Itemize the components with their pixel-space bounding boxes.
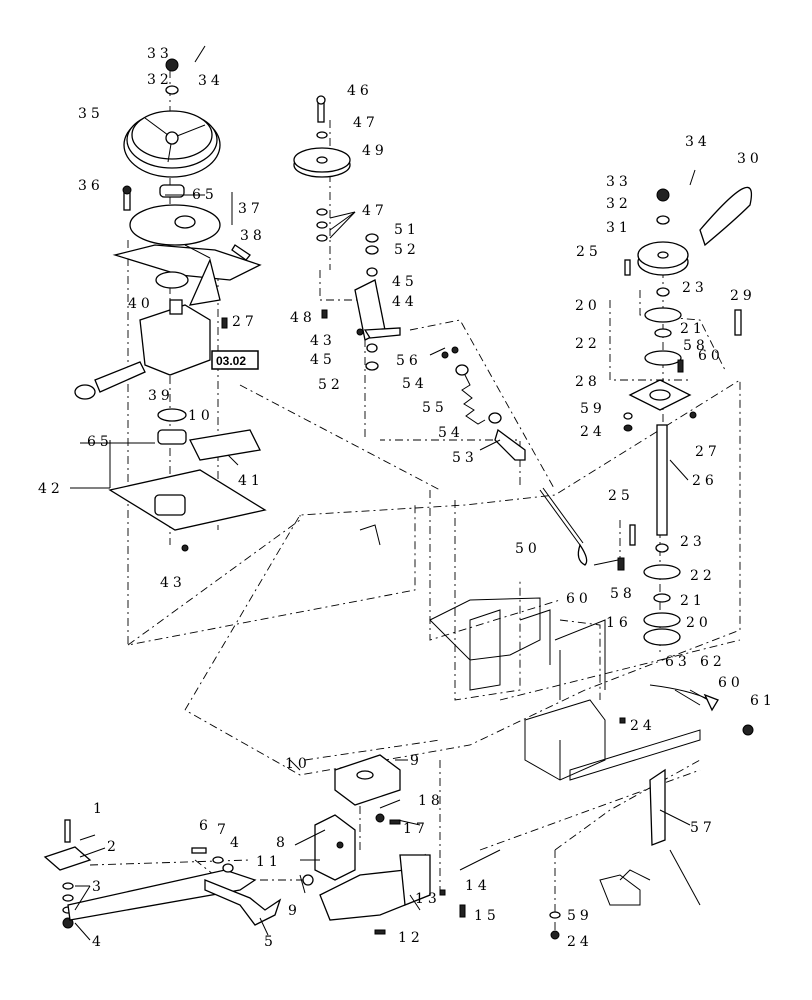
bracket-assembly <box>314 754 561 940</box>
callout-20: 20 <box>575 298 601 314</box>
callout-45: 45 <box>392 274 418 290</box>
callout-24: 24 <box>580 424 606 440</box>
callout-38: 38 <box>240 228 266 244</box>
callout-54: 54 <box>438 425 464 441</box>
callout-22: 22 <box>575 336 601 352</box>
leader-lines <box>70 192 709 941</box>
callout-32: 32 <box>147 72 173 88</box>
callout-60: 60 <box>566 591 592 607</box>
callout-31: 31 <box>606 220 632 236</box>
callout-43: 43 <box>160 575 186 591</box>
callout-59: 59 <box>567 908 593 924</box>
callout-20: 20 <box>686 615 712 631</box>
callout-34: 34 <box>685 134 711 150</box>
callout-3: 3 <box>92 879 105 895</box>
callout-45: 45 <box>310 352 336 368</box>
frame-bracket <box>289 524 701 906</box>
callout-15: 15 <box>474 908 500 924</box>
callout-48: 48 <box>290 310 316 326</box>
callout-61: 61 <box>750 693 776 709</box>
callout-25: 25 <box>608 488 634 504</box>
callout-24: 24 <box>567 934 593 950</box>
callout-65: 65 <box>192 187 218 203</box>
callout-29: 29 <box>730 288 756 304</box>
gearbox-stack <box>74 45 267 552</box>
callout-55: 55 <box>422 400 448 416</box>
callout-39: 39 <box>148 388 174 404</box>
callout-27: 27 <box>232 314 258 330</box>
callout-36: 36 <box>78 178 104 194</box>
callout-63: 63 <box>665 654 691 670</box>
callout-43: 43 <box>310 333 336 349</box>
callout-52: 52 <box>394 242 420 258</box>
callout-49: 49 <box>362 143 388 159</box>
callout-46: 46 <box>347 83 373 99</box>
callout-14: 14 <box>465 878 491 894</box>
callout-4: 4 <box>92 934 105 950</box>
callout-60: 60 <box>698 348 724 364</box>
callout-16: 16 <box>606 615 632 631</box>
shaft-stack <box>619 169 754 906</box>
callout-18: 18 <box>418 793 444 809</box>
callout-51: 51 <box>394 222 420 238</box>
callout-41: 41 <box>238 473 264 489</box>
callout-9: 9 <box>410 753 423 769</box>
callout-7: 7 <box>217 822 230 838</box>
callout-23: 23 <box>682 280 708 296</box>
callout-33: 33 <box>606 174 632 190</box>
callout-47: 47 <box>362 203 388 219</box>
callout-1: 1 <box>93 801 106 817</box>
callout-2: 2 <box>107 839 120 855</box>
callout-62: 62 <box>700 654 726 670</box>
callout-28: 28 <box>575 374 601 390</box>
callout-10: 10 <box>188 408 214 424</box>
callout-6: 6 <box>199 818 212 834</box>
callout-11: 11 <box>256 854 282 870</box>
callout-33: 33 <box>147 46 173 62</box>
callout-65: 65 <box>87 434 113 450</box>
callout-21: 21 <box>680 321 706 337</box>
callout-12: 12 <box>398 930 424 946</box>
callout-40: 40 <box>128 296 154 312</box>
callout-57: 57 <box>690 820 716 836</box>
callout-17: 17 <box>403 821 429 837</box>
callout-23: 23 <box>680 534 706 550</box>
callout-labels: 33 34 32 35 36 65 37 38 40 27 39 10 65 4… <box>38 46 776 950</box>
callout-37: 37 <box>238 201 264 217</box>
callout-26: 26 <box>692 473 718 489</box>
callout-54: 54 <box>402 376 428 392</box>
callout-9: 9 <box>288 903 301 919</box>
callout-52: 52 <box>318 377 344 393</box>
callout-58: 58 <box>610 586 636 602</box>
callout-34: 34 <box>198 73 224 89</box>
callout-10: 10 <box>285 756 311 772</box>
callout-8: 8 <box>276 835 289 851</box>
callout-30: 30 <box>737 151 763 167</box>
callout-5: 5 <box>264 934 277 950</box>
callout-24: 24 <box>630 718 656 734</box>
callout-42: 42 <box>38 481 64 497</box>
callout-53: 53 <box>452 450 478 466</box>
reference-box-label: 03.02 <box>216 354 246 368</box>
callout-21: 21 <box>680 593 706 609</box>
idler-stack <box>293 95 401 371</box>
callout-47: 47 <box>353 115 379 131</box>
callout-56: 56 <box>396 353 422 369</box>
linkage-assembly <box>43 819 314 929</box>
callout-64: 4 <box>230 835 243 851</box>
callout-50: 50 <box>515 541 541 557</box>
callout-25: 25 <box>576 244 602 260</box>
callout-44: 44 <box>392 294 418 310</box>
callout-60: 60 <box>718 675 744 691</box>
spring-assembly <box>441 346 625 571</box>
callout-13: 13 <box>415 891 441 907</box>
callout-22: 22 <box>690 568 716 584</box>
callout-32: 32 <box>606 196 632 212</box>
callout-35: 35 <box>78 106 104 122</box>
reference-box[interactable]: 03.02 <box>211 350 259 370</box>
callout-58: 58 <box>683 338 709 354</box>
callout-27: 27 <box>695 444 721 460</box>
callout-59: 59 <box>580 401 606 417</box>
